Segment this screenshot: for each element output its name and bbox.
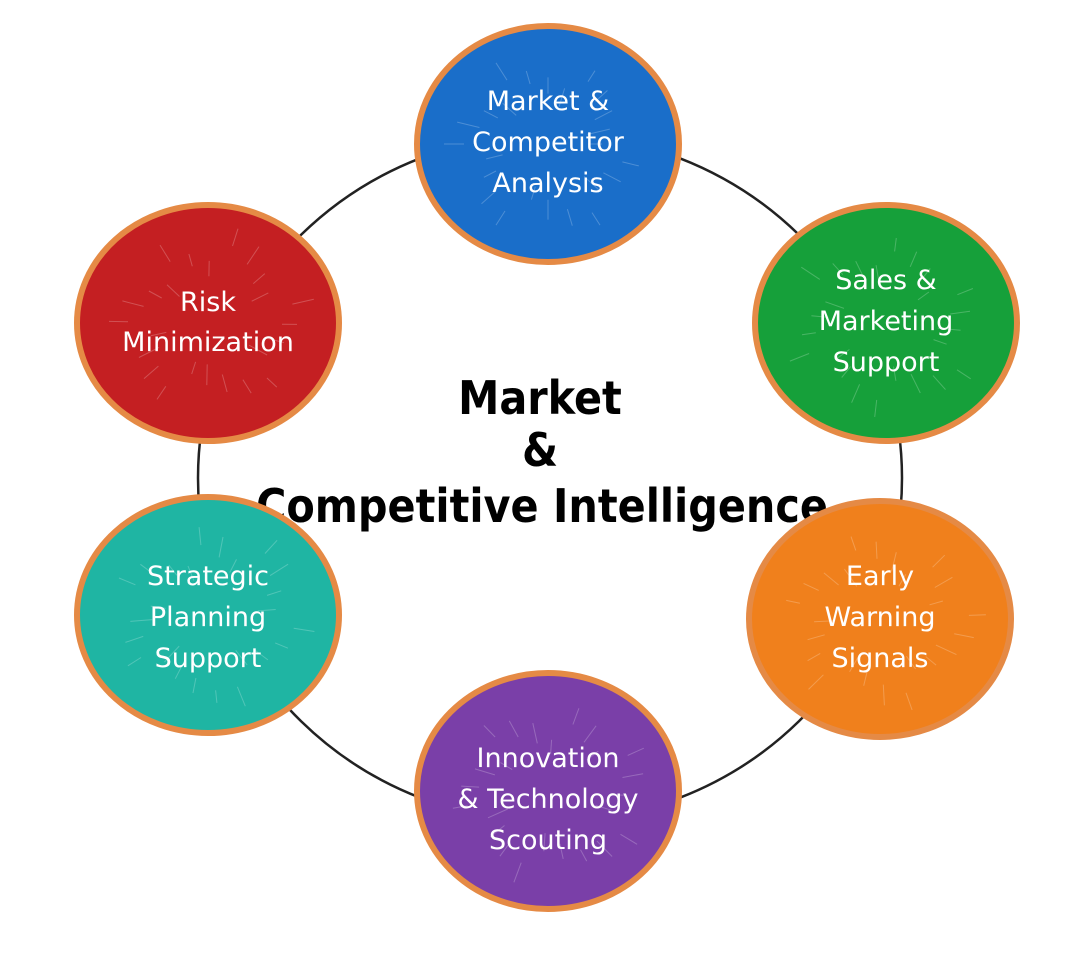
node-label-line: Planning xyxy=(150,602,266,633)
node-label-line: Competitor xyxy=(472,127,625,158)
node-circle xyxy=(74,202,342,444)
node-label-line: & Technology xyxy=(458,784,639,815)
node-label-line: Warning xyxy=(824,602,935,633)
node-label-line: Minimization xyxy=(122,327,294,358)
node-label-line: Early xyxy=(846,561,914,592)
node-circle xyxy=(414,670,682,912)
node-label-line: Support xyxy=(833,347,940,378)
node-circle xyxy=(74,494,342,736)
node-label-line: Marketing xyxy=(819,306,954,337)
node-label-line: Analysis xyxy=(492,168,603,199)
center-title-line-3: Competitive Intelligence xyxy=(256,479,828,533)
node-label-line: Scouting xyxy=(489,825,607,856)
center-title-line-1: Market xyxy=(458,371,622,425)
node-texture xyxy=(786,536,986,711)
center-title: Market & Competitive Intelligence xyxy=(256,371,828,533)
node-texture xyxy=(444,62,639,226)
node-texture xyxy=(452,708,645,883)
node-texture xyxy=(789,237,974,417)
node-label-line: Signals xyxy=(831,643,928,674)
node-texture xyxy=(108,228,314,400)
node-label-line: Innovation xyxy=(477,743,620,774)
node-label-line: Strategic xyxy=(147,561,269,592)
node-label-line: Market & xyxy=(487,86,609,117)
node-circle xyxy=(752,202,1020,444)
node-label-line: Sales & xyxy=(835,265,937,296)
node-label-line: Support xyxy=(155,643,262,674)
node-circle xyxy=(746,498,1014,740)
node-circle xyxy=(414,23,682,265)
node-texture xyxy=(118,527,315,707)
center-title-line-2: & xyxy=(522,423,558,477)
node-label-line: Risk xyxy=(180,287,236,318)
